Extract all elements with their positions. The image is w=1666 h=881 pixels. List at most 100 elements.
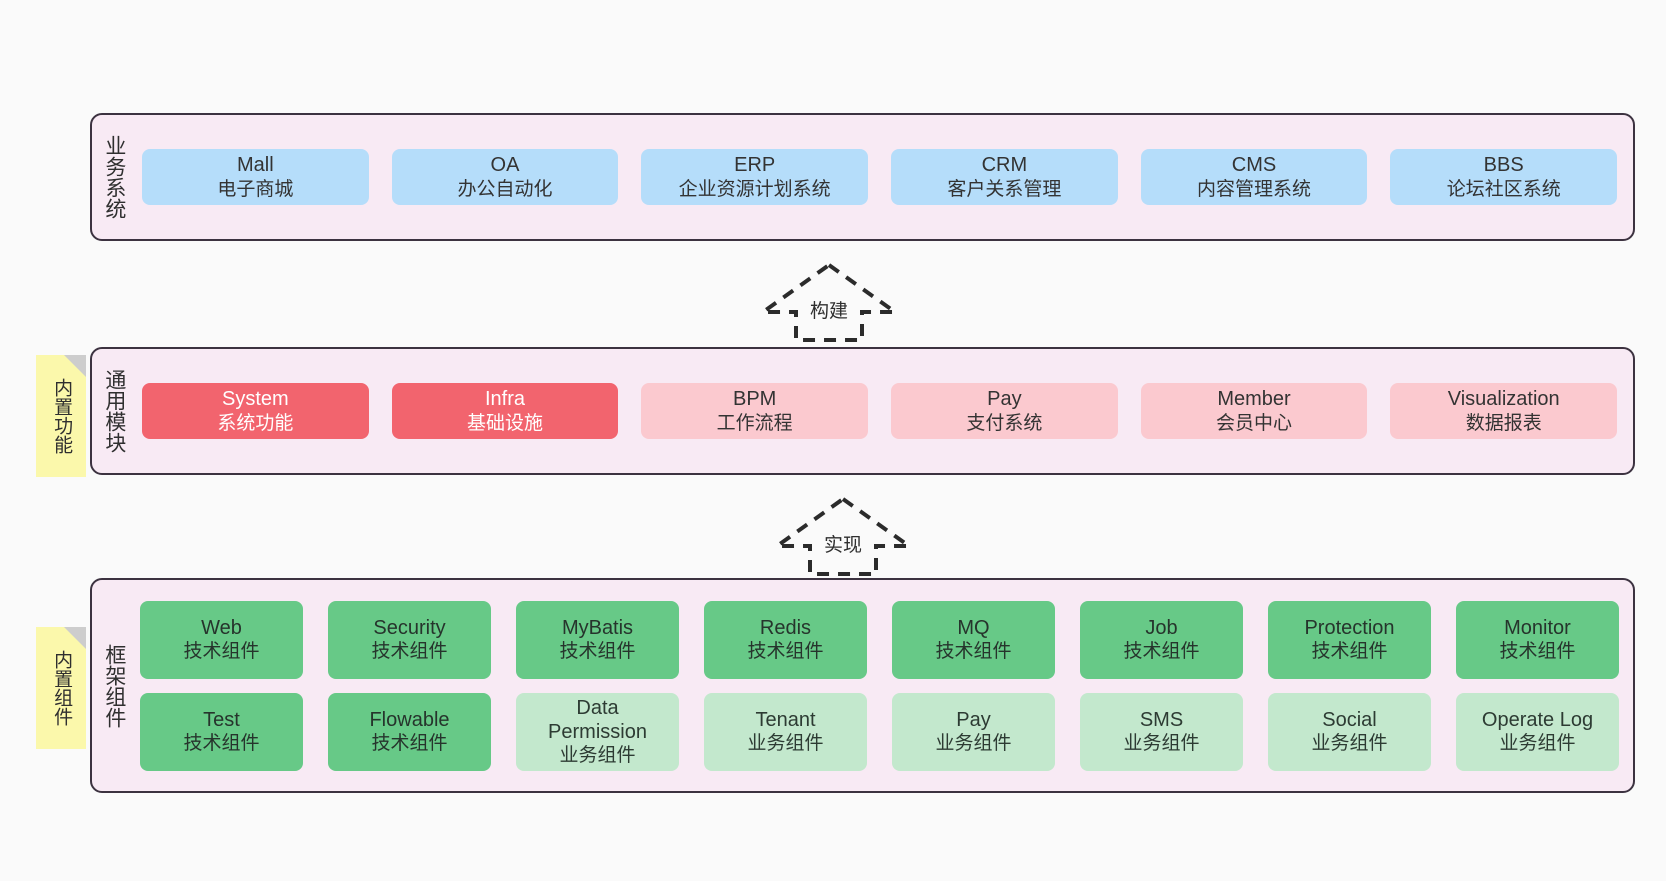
- sticky-note-label: 内置组件: [51, 650, 73, 726]
- node-title: ERP: [734, 154, 776, 177]
- node-subtitle: 支付系统: [966, 412, 1043, 434]
- connector-build: 构建: [758, 260, 900, 344]
- node-subtitle: 论坛社区系统: [1446, 178, 1561, 200]
- node-title: MQ: [957, 616, 990, 639]
- node-social[interactable]: Social 业务组件: [1268, 692, 1431, 771]
- node-title: Test: [203, 708, 240, 731]
- node-title: BPM: [733, 388, 777, 411]
- connector-build-label: 构建: [809, 301, 849, 322]
- node-title: Mall: [237, 154, 274, 177]
- node-visualization[interactable]: Visualization 数据报表: [1390, 383, 1618, 439]
- node-title: OA: [490, 154, 520, 177]
- node-subtitle: 内容管理系统: [1197, 178, 1312, 200]
- node-data-permission[interactable]: Data Permission 业务组件: [516, 692, 679, 771]
- node-monitor[interactable]: Monitor 技术组件: [1456, 600, 1619, 679]
- node-security[interactable]: Security 技术组件: [328, 600, 491, 679]
- node-title: BBS: [1483, 154, 1524, 177]
- node-sms[interactable]: SMS 业务组件: [1080, 692, 1243, 771]
- node-subtitle: 业务组件: [935, 733, 1012, 755]
- node-subtitle: 业务组件: [1499, 733, 1576, 755]
- layer-body-framework-components: Web 技术组件 Security 技术组件 MyBatis 技术组件 Redi…: [136, 580, 1633, 791]
- layer-body-business-systems: Mall 电子商城 OA 办公自动化 ERP 企业资源计划系统 CRM 客户关系…: [136, 115, 1633, 239]
- node-subtitle: 技术组件: [1311, 641, 1388, 663]
- node-title: Security: [373, 616, 446, 639]
- connector-implement: 实现: [772, 494, 914, 578]
- sticky-fold-corner-icon: [64, 355, 86, 377]
- node-title: Data Permission: [548, 696, 647, 743]
- node-subtitle: 工作流程: [716, 412, 793, 434]
- layer-framework-components: 框架组件 Web 技术组件 Security 技术组件 MyBatis 技术组件…: [90, 578, 1635, 793]
- node-mq[interactable]: MQ 技术组件: [892, 600, 1055, 679]
- node-subtitle: 技术组件: [183, 733, 260, 755]
- node-subtitle: 系统功能: [217, 412, 294, 434]
- node-title: Redis: [759, 616, 812, 639]
- node-bbs[interactable]: BBS 论坛社区系统: [1390, 149, 1618, 205]
- node-subtitle: 技术组件: [183, 641, 260, 663]
- node-crm[interactable]: CRM 客户关系管理: [891, 149, 1118, 205]
- node-subtitle: 业务组件: [559, 745, 636, 767]
- node-title: Protection: [1304, 616, 1395, 639]
- layer-label-business-systems: 业务系统: [102, 135, 126, 219]
- node-oa[interactable]: OA 办公自动化: [391, 149, 619, 205]
- sticky-note-builtin-features: 内置功能: [36, 355, 86, 477]
- layer-row: System 系统功能 Infra 基础设施 BPM 工作流程 Pay 支付系统…: [142, 383, 1618, 439]
- node-subtitle: 技术组件: [1499, 641, 1576, 663]
- node-subtitle: 技术组件: [935, 641, 1012, 663]
- node-mall[interactable]: Mall 电子商城: [142, 149, 369, 205]
- node-title: Operate Log: [1481, 708, 1594, 731]
- sticky-note-builtin-components: 内置组件: [36, 627, 86, 749]
- node-subtitle: 电子商城: [217, 178, 294, 200]
- node-mybatis[interactable]: MyBatis 技术组件: [516, 600, 679, 679]
- node-subtitle: 业务组件: [1123, 733, 1200, 755]
- node-system[interactable]: System 系统功能: [142, 383, 369, 439]
- node-bpm[interactable]: BPM 工作流程: [641, 383, 869, 439]
- node-title: CMS: [1231, 154, 1277, 177]
- node-erp[interactable]: ERP 企业资源计划系统: [641, 149, 869, 205]
- node-title: Web: [201, 616, 242, 639]
- node-subtitle: 基础设施: [467, 412, 544, 434]
- node-title: System: [221, 388, 289, 411]
- layer-business-systems: 业务系统 Mall 电子商城 OA 办公自动化 ERP 企业资源计划系统 CRM: [90, 113, 1635, 241]
- node-title: Pay: [956, 708, 991, 731]
- node-title: SMS: [1139, 708, 1184, 731]
- node-job[interactable]: Job 技术组件: [1080, 600, 1243, 679]
- node-cms[interactable]: CMS 内容管理系统: [1140, 149, 1368, 205]
- node-tenant[interactable]: Tenant 业务组件: [704, 692, 867, 771]
- layer-row: Test 技术组件 Flowable 技术组件 Data Permission …: [140, 692, 1619, 771]
- node-title: Pay: [987, 388, 1022, 411]
- node-test[interactable]: Test 技术组件: [140, 692, 303, 771]
- node-title: Member: [1217, 388, 1291, 411]
- node-subtitle: 数据报表: [1465, 412, 1542, 434]
- node-subtitle: 技术组件: [747, 641, 824, 663]
- node-pay-business[interactable]: Pay 业务组件: [892, 692, 1055, 771]
- node-title: Monitor: [1504, 616, 1571, 639]
- node-web[interactable]: Web 技术组件: [140, 600, 303, 679]
- node-subtitle: 会员中心: [1216, 412, 1293, 434]
- sticky-fold-corner-icon: [64, 627, 86, 649]
- node-redis[interactable]: Redis 技术组件: [704, 600, 867, 679]
- node-pay[interactable]: Pay 支付系统: [891, 383, 1118, 439]
- node-title: Infra: [484, 388, 526, 411]
- connector-implement-label: 实现: [823, 535, 863, 556]
- layer-row: Mall 电子商城 OA 办公自动化 ERP 企业资源计划系统 CRM 客户关系…: [142, 149, 1618, 205]
- sticky-note-label: 内置功能: [51, 378, 73, 454]
- layer-label-common-modules: 通用模块: [102, 369, 126, 453]
- node-flowable[interactable]: Flowable 技术组件: [328, 692, 491, 771]
- node-subtitle: 技术组件: [559, 641, 636, 663]
- node-infra[interactable]: Infra 基础设施: [391, 383, 619, 439]
- node-title: Job: [1145, 616, 1178, 639]
- node-title: Tenant: [755, 708, 816, 731]
- node-protection[interactable]: Protection 技术组件: [1268, 600, 1431, 679]
- node-operate-log[interactable]: Operate Log 业务组件: [1456, 692, 1619, 771]
- node-title: Visualization: [1447, 388, 1560, 411]
- node-title: CRM: [981, 154, 1028, 177]
- node-subtitle: 业务组件: [1311, 733, 1388, 755]
- node-subtitle: 业务组件: [747, 733, 824, 755]
- node-title: Social: [1322, 708, 1377, 731]
- layer-common-modules: 通用模块 System 系统功能 Infra 基础设施 BPM 工作流程 Pay: [90, 347, 1635, 475]
- node-member[interactable]: Member 会员中心: [1140, 383, 1368, 439]
- node-title: Flowable: [369, 708, 450, 731]
- layer-row: Web 技术组件 Security 技术组件 MyBatis 技术组件 Redi…: [140, 600, 1619, 679]
- layer-body-common-modules: System 系统功能 Infra 基础设施 BPM 工作流程 Pay 支付系统…: [136, 349, 1633, 473]
